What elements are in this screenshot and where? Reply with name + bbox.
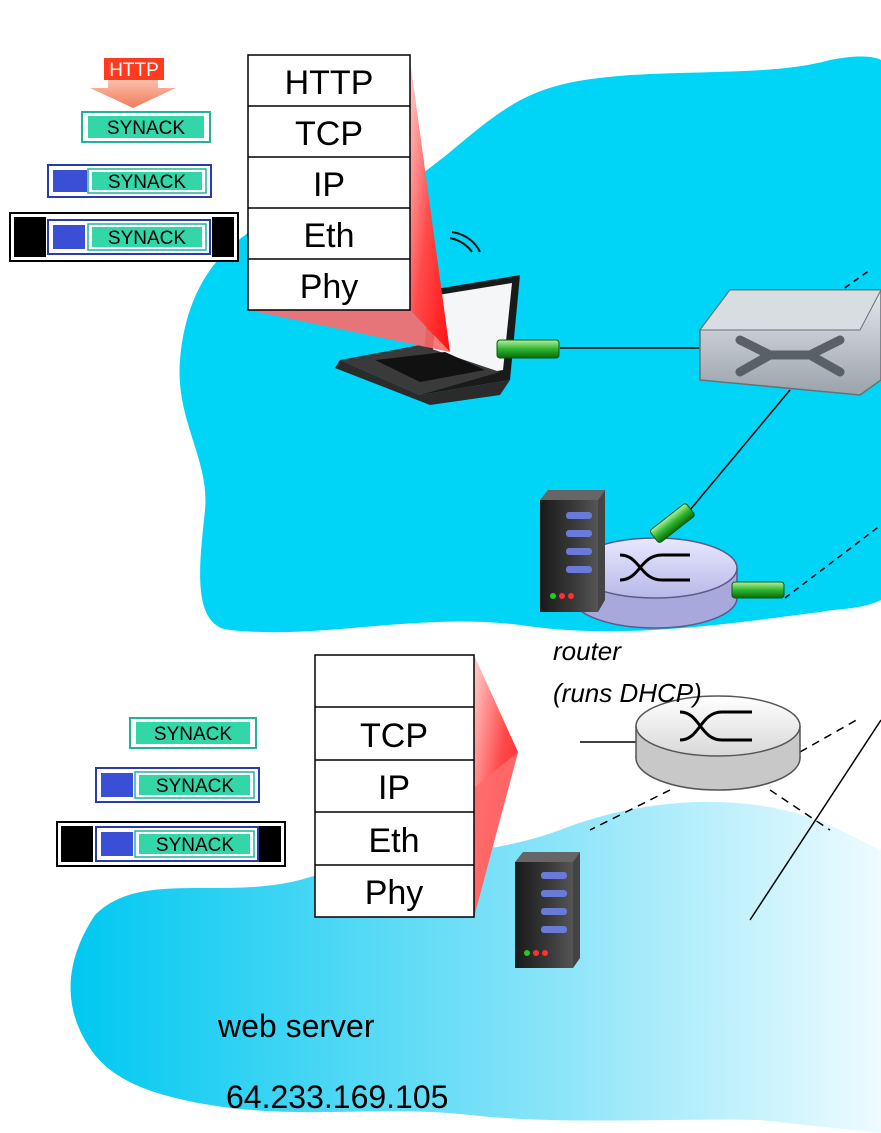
router-icon [572, 537, 738, 629]
isp-router-icon [635, 695, 801, 791]
http-packet-label: HTTP [109, 60, 159, 81]
server-ethernet-frame-label: SYNACK [156, 835, 234, 856]
server-tcp-segment-label: SYNACK [154, 724, 232, 745]
router-uplink-connector [650, 503, 695, 543]
server-stack-layer-tcp: TCP [360, 717, 428, 755]
router-label: router [553, 636, 622, 666]
tcp-segment-label: SYNACK [107, 118, 185, 139]
ip-datagram-packet: SYNACK [47, 164, 212, 198]
server-ip-datagram-label: SYNACK [156, 776, 234, 797]
router-dashed-link [784, 524, 881, 599]
http-message-packet: HTTP [90, 58, 176, 108]
router2-dashed-link-3 [589, 789, 671, 831]
router2-dashed-link-2 [769, 789, 831, 831]
client-stack-layer-tcp: TCP [295, 115, 363, 153]
client-encapsulation-beam [410, 60, 450, 352]
switch-icon [699, 289, 881, 396]
server-tcp-segment-packet: SYNACK [129, 717, 257, 749]
server-protocol-stack: TCP IP Eth Phy [314, 654, 475, 918]
wifi-icon [449, 231, 481, 253]
server-ethernet-frame-packet: SYNACK [56, 821, 286, 867]
server-ip-datagram-packet: SYNACK [95, 767, 260, 803]
client-stack-layer-ip: IP [313, 166, 345, 204]
server-stack-layer-phy: Phy [365, 874, 424, 912]
tcp-segment-packet: SYNACK [81, 111, 211, 143]
client-encapsulation-beam-lower [248, 310, 450, 352]
server-network-cloud [70, 801, 881, 1133]
web-server-label: web server [217, 1008, 375, 1044]
web-server-icon [515, 770, 580, 968]
ip-datagram-label: SYNACK [108, 172, 186, 193]
router-dhcp-label: (runs DHCP) [553, 678, 702, 708]
server-stack-layer-eth: Eth [368, 822, 419, 860]
client-stack-layer-http: HTTP [285, 64, 374, 102]
client-protocol-stack: HTTP TCP IP Eth Phy [247, 54, 411, 311]
client-stack-layer-phy: Phy [300, 268, 359, 306]
dhcp-server-icon [540, 490, 605, 612]
switch-router-link [689, 389, 791, 511]
web-server-ip: 64.233.169.105 [226, 1079, 448, 1115]
wan-link [749, 719, 881, 921]
ethernet-frame-label: SYNACK [108, 228, 186, 249]
client-stack-layer-eth: Eth [303, 217, 354, 255]
laptop-port-connector [496, 339, 560, 359]
router2-dashed-link-1 [799, 717, 861, 753]
ethernet-frame-packet: SYNACK [9, 212, 239, 262]
server-stack-layer-ip: IP [378, 769, 410, 807]
router-port-connector [731, 581, 785, 599]
laptop-icon [335, 275, 520, 405]
